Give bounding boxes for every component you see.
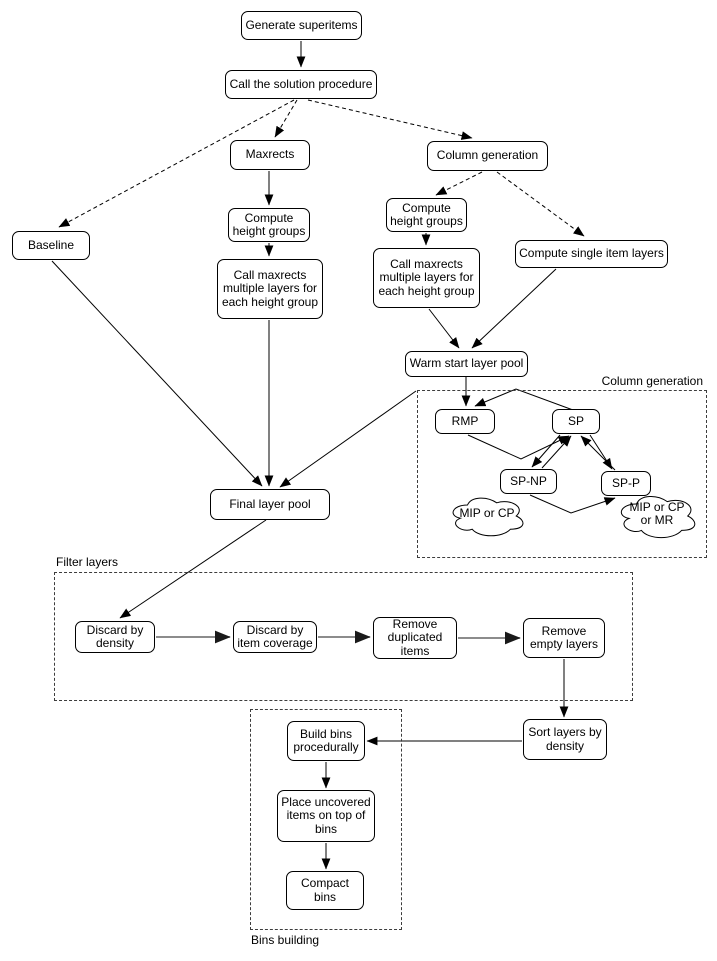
edge-spnp-to-spp [529, 494, 616, 514]
node-sp: SP [552, 409, 600, 434]
cloud-mip-cp-mr-label: MIP or CP or MR [629, 500, 685, 528]
edge-spnp-to-sp [541, 435, 572, 469]
edge-colgen-group-to-finalpool [279, 390, 417, 488]
cloud-mip-cp-shape [453, 498, 523, 536]
cloud-mip-cp-label: MIP or CP [459, 506, 515, 520]
group-bins-building [250, 709, 402, 930]
group-bins-building-label: Bins building [251, 933, 320, 947]
node-column-generation: Column generation [427, 141, 548, 171]
edge-sp-to-spnp [531, 434, 561, 468]
node-discard-by-density: Discard by density [75, 621, 155, 653]
node-compute-height-groups-right: Compute height groups [386, 198, 467, 232]
node-discard-by-item-coverage: Discard by item coverage [233, 621, 317, 653]
node-call-maxrects-right: Call maxrects multiple layers for each h… [373, 248, 480, 308]
cloud-mip-cp-mr-shape [621, 496, 694, 537]
edge-singleitem-to-warmstart [471, 268, 557, 349]
node-generate-superitems: Generate superitems [241, 11, 362, 40]
node-build-bins-procedurally: Build bins procedurally [287, 721, 365, 761]
group-column-generation-label: Column generation [601, 374, 703, 388]
node-remove-duplicated-items: Remove duplicated items [373, 617, 457, 659]
edge-call-to-baseline [58, 99, 295, 228]
node-final-layer-pool: Final layer pool [210, 489, 330, 520]
node-rmp: RMP [435, 409, 495, 434]
node-maxrects: Maxrects [230, 140, 310, 170]
node-compact-bins: Compact bins [286, 871, 364, 910]
node-sp-np: SP-NP [500, 469, 557, 494]
group-filter-layers [54, 572, 633, 701]
node-sort-layers-by-density: Sort layers by density [523, 719, 607, 760]
group-filter-layers-label: Filter layers [56, 555, 119, 569]
node-place-uncovered-items: Place uncovered items on top of bins [277, 790, 375, 842]
node-call-solution-procedure: Call the solution procedure [225, 70, 377, 99]
node-warm-start-layer-pool: Warm start layer pool [405, 351, 528, 377]
edge-colgen-to-singleitem [496, 171, 585, 237]
group-column-generation [417, 390, 707, 558]
edge-call-to-maxrects [274, 99, 298, 138]
edge-colgen-to-heightgroups-right [435, 171, 483, 196]
node-remove-empty-layers: Remove empty layers [523, 618, 605, 658]
edge-finalpool-to-discarddensity [119, 519, 267, 619]
edge-spp-to-sp [580, 435, 616, 471]
node-baseline: Baseline [12, 231, 90, 260]
node-sp-p: SP-P [601, 471, 651, 496]
edge-callmaxrects-right-to-warmstart [428, 308, 460, 349]
node-call-maxrects-left: Call maxrects multiple layers for each h… [217, 259, 323, 319]
edge-call-to-column-generation [307, 99, 473, 140]
node-compute-single-item-layers: Compute single item layers [515, 240, 668, 268]
node-compute-height-groups-left: Compute height groups [228, 208, 310, 242]
edge-sp-to-rmp [474, 388, 574, 411]
edge-baseline-to-finalpool [51, 260, 263, 487]
